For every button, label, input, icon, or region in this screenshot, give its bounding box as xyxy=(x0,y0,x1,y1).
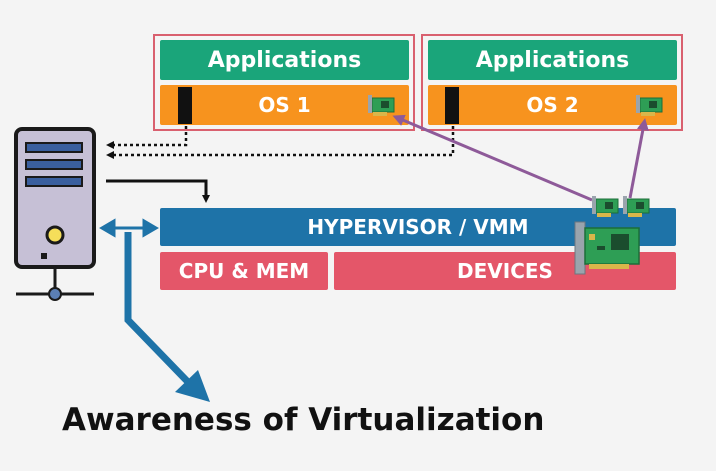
devices-block: DEVICES xyxy=(334,252,676,290)
vm-1-os-slot xyxy=(178,87,192,124)
device-passthrough-arrows xyxy=(392,114,649,202)
awareness-caption: Awareness of Virtualization xyxy=(62,402,545,438)
cpu-mem-label: CPU & MEM xyxy=(178,259,310,283)
host-to-hypervisor-arrow xyxy=(106,179,210,203)
devices-label: DEVICES xyxy=(457,259,553,283)
vm-1-applications: Applications xyxy=(160,40,409,80)
network-card-icon xyxy=(367,94,395,117)
vm-2-applications: Applications xyxy=(428,40,677,80)
server-icon xyxy=(14,127,96,301)
network-card-icon xyxy=(574,221,640,275)
host-hypervisor-bidirectional-arrow xyxy=(99,218,159,238)
network-card-icon xyxy=(635,94,663,117)
vm-2-os-slot xyxy=(445,87,459,124)
vm-1-os-label: OS 1 xyxy=(258,93,311,117)
vm-2-os: OS 2 xyxy=(428,85,677,125)
network-card-icon xyxy=(622,195,650,218)
hypervisor-label: HYPERVISOR / VMM xyxy=(307,215,529,239)
vm-1-os: OS 1 xyxy=(160,85,409,125)
awareness-arrow xyxy=(124,232,210,402)
vm-2-applications-label: Applications xyxy=(475,47,630,73)
cpu-mem-block: CPU & MEM xyxy=(160,252,328,290)
vm-1-applications-label: Applications xyxy=(207,47,362,73)
vm-2-os-label: OS 2 xyxy=(526,93,579,117)
network-card-icon xyxy=(591,195,619,218)
os-to-host-dotted-arrows xyxy=(106,126,455,159)
